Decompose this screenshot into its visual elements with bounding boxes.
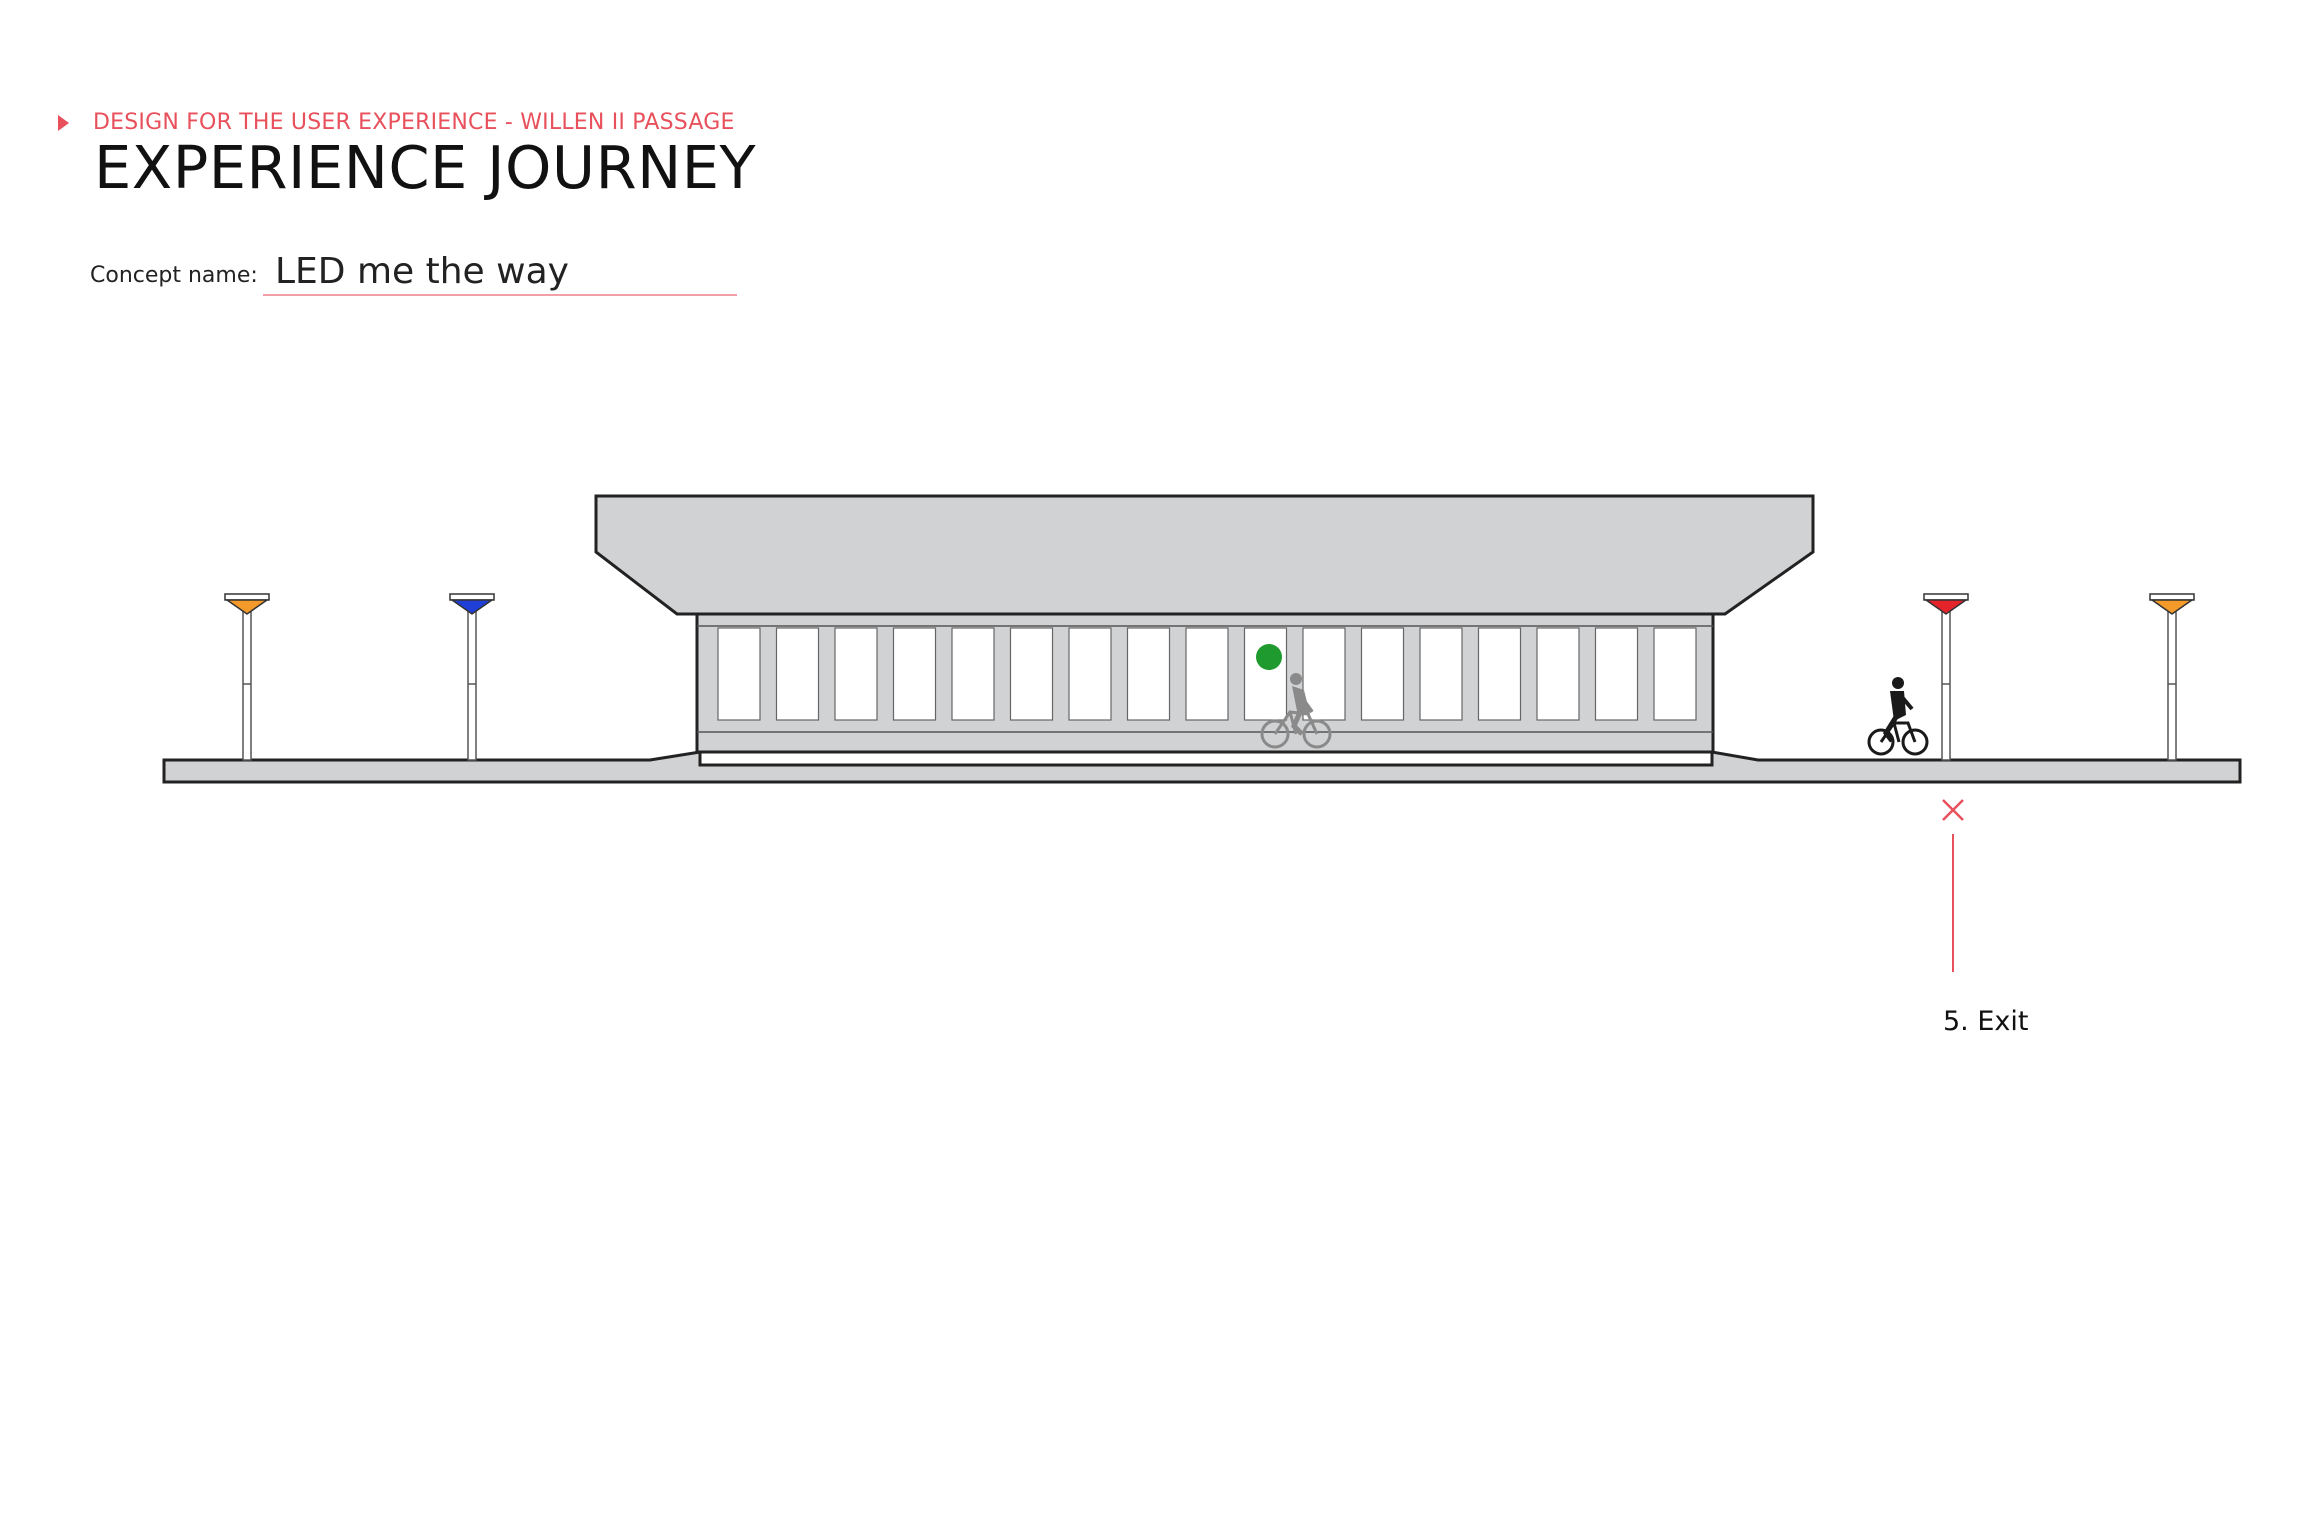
- street-lamp-icon: [449, 593, 495, 761]
- concept-name-label: Concept name:: [90, 263, 258, 288]
- wall-panel: [951, 627, 995, 721]
- wall-panel: [1302, 627, 1346, 721]
- wall-panel: [717, 627, 761, 721]
- wall-panel: [1477, 627, 1522, 721]
- wall-panel: [1243, 627, 1288, 721]
- triangle-right-icon: [58, 114, 69, 131]
- wall-panel: [1419, 627, 1463, 721]
- wall-panel: [1653, 627, 1697, 721]
- concept-name-field: LED me the way: [263, 251, 737, 296]
- subtitle: DESIGN FOR THE USER EXPERIENCE - WILLEN …: [93, 110, 735, 135]
- cyclist-icon: [1867, 677, 1929, 756]
- wall-panel: [1360, 627, 1405, 721]
- x-mark-icon: [1942, 799, 1964, 821]
- wall-panels: [717, 627, 1697, 721]
- wall-panel: [834, 627, 878, 721]
- wall-panel: [1009, 627, 1054, 721]
- street-lamp-icon: [224, 593, 270, 761]
- exit-label: 5. Exit: [1943, 1006, 2029, 1037]
- wall-panel: [1126, 627, 1171, 721]
- wall-panel: [1068, 627, 1112, 721]
- cyclist-icon: [1260, 673, 1332, 749]
- street-lamp-icon: [2149, 593, 2195, 761]
- header: DESIGN FOR THE USER EXPERIENCE - WILLEN …: [58, 110, 735, 135]
- wall-panel: [1185, 627, 1229, 721]
- led-light: [1256, 644, 1282, 670]
- street-lamp-icon: [1923, 593, 1969, 761]
- wall-panel: [892, 627, 937, 721]
- wall-panel: [775, 627, 820, 721]
- wall-panel: [1594, 627, 1639, 721]
- street-lamps: [224, 593, 2195, 761]
- subtitle-row: DESIGN FOR THE USER EXPERIENCE - WILLEN …: [58, 110, 735, 135]
- page-title: EXPERIENCE JOURNEY: [94, 133, 757, 202]
- bridge-deck: [594, 494, 1815, 616]
- wall-panel: [1536, 627, 1580, 721]
